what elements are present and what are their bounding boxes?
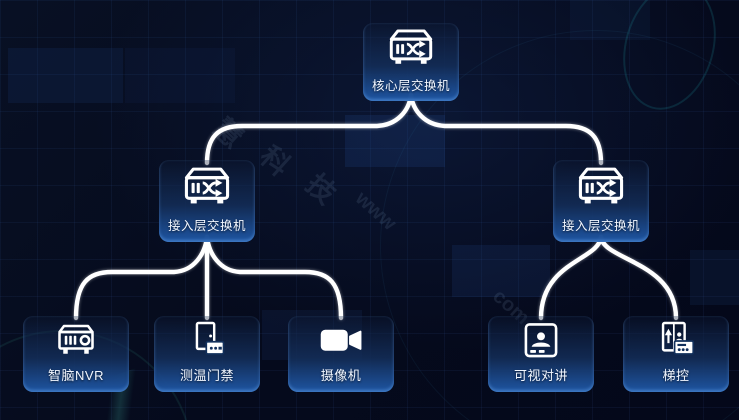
bg-highlight-cell (125, 48, 235, 103)
elevator-icon (653, 320, 699, 362)
node-label: 接入层交换机 (167, 219, 246, 233)
node-label: 智脑NVR (48, 368, 104, 383)
node-label: 接入层交换机 (561, 219, 640, 233)
node-core-switch: 核心层交换机 (363, 23, 459, 101)
node-label: 梯控 (662, 368, 690, 383)
node-elevator-control: 梯控 (623, 316, 729, 392)
edge-core-access-left (204, 92, 414, 166)
node-label: 摄像机 (320, 368, 362, 383)
edge-access-right-elevator (598, 234, 679, 321)
node-access-switch-right: 接入层交换机 (553, 160, 649, 242)
node-label: 核心层交换机 (371, 79, 450, 93)
edge-access-left-nvr (73, 234, 210, 321)
edge-core-access-right (408, 92, 604, 166)
bg-highlight-cell (690, 250, 739, 305)
nvr-icon (51, 320, 101, 362)
node-video-intercom: 可视对讲 (488, 316, 594, 392)
switch-icon (573, 164, 629, 212)
node-access-switch-left: 接入层交换机 (159, 160, 255, 242)
door-access-icon (184, 320, 230, 362)
edge-access-left-camera (204, 234, 344, 321)
switch-icon (384, 26, 438, 72)
camera-icon (316, 320, 366, 362)
bg-highlight-cell (570, 0, 650, 40)
bg-highlight-cell (452, 245, 550, 297)
node-label: 测温门禁 (179, 368, 234, 383)
node-label: 可视对讲 (513, 368, 568, 383)
node-camera: 摄像机 (288, 316, 394, 392)
intercom-icon (518, 320, 564, 362)
node-thermal-door-access: 测温门禁 (154, 316, 260, 392)
node-nvr: 智脑NVR (23, 316, 129, 392)
edge-access-right-intercom (538, 234, 604, 321)
switch-icon (179, 164, 235, 212)
bg-highlight-cell (8, 48, 123, 103)
